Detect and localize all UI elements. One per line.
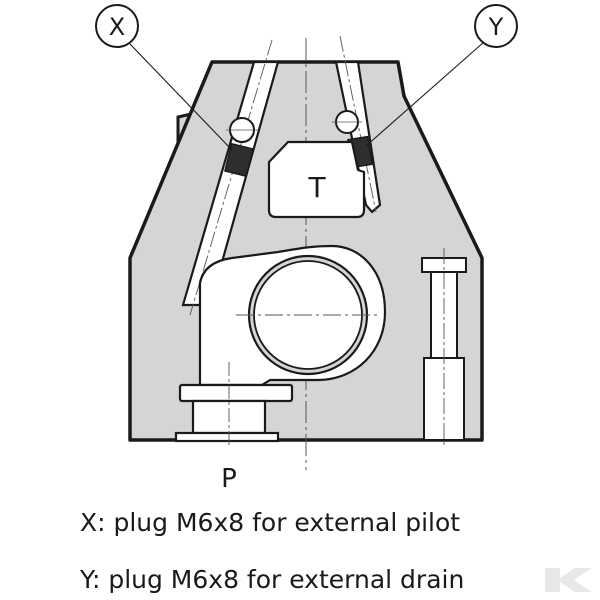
callout-y-leader bbox=[365, 41, 485, 147]
brand-logo-icon bbox=[545, 568, 592, 592]
caption-x: X: plug M6x8 for external pilot bbox=[80, 508, 461, 537]
callout-x: X bbox=[95, 4, 139, 48]
caption-y: Y: plug M6x8 for external drain bbox=[80, 565, 465, 594]
callout-y-label: Y bbox=[488, 13, 504, 41]
plug-x bbox=[224, 142, 254, 178]
pilot-drilling-x bbox=[181, 39, 280, 316]
p-port-seat bbox=[178, 383, 294, 403]
callout-y: Y bbox=[474, 4, 518, 48]
port-t-label: T bbox=[307, 171, 326, 204]
tank-port-chamber bbox=[267, 140, 366, 219]
bolt-hole bbox=[421, 248, 467, 448]
callout-x-leader bbox=[129, 43, 233, 151]
callout-x-label: X bbox=[109, 13, 125, 41]
p-port-flange bbox=[174, 431, 280, 443]
port-p-label: P bbox=[221, 464, 237, 494]
